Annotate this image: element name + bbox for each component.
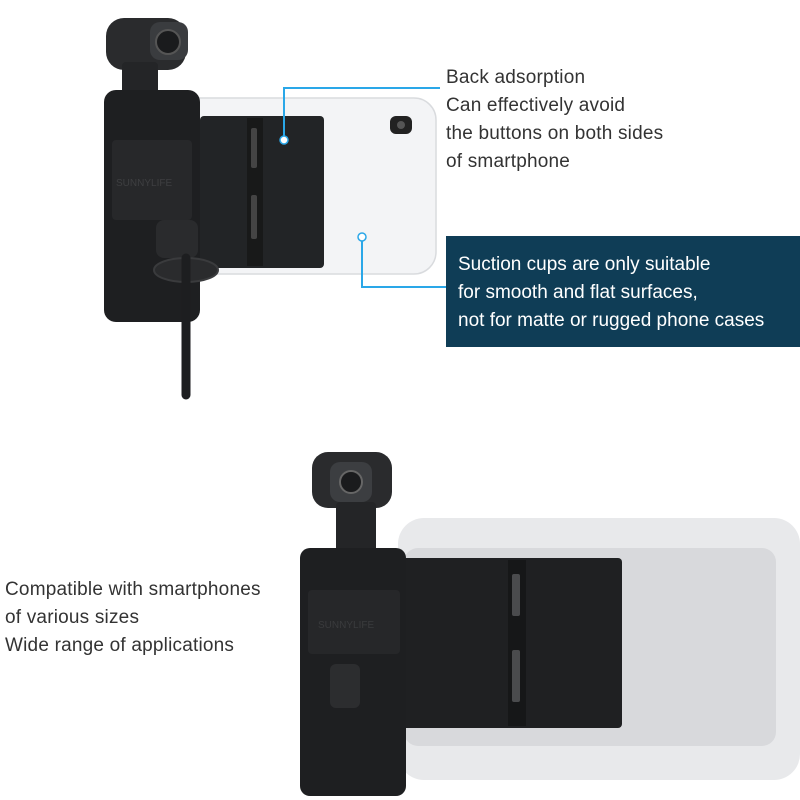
svg-text:SUNNYLIFE: SUNNYLIFE	[116, 178, 172, 189]
compatibility-description: Compatible with smartphones of various s…	[5, 576, 261, 660]
suction-cups-banner: Suction cups are only suitable for smoot…	[446, 236, 800, 347]
callout-dot-suction	[357, 232, 367, 242]
callout-line-back	[283, 87, 440, 140]
phone-holder-icon: SUNNYLIFE	[300, 548, 406, 796]
compatible-line-3: Wide range of applications	[5, 635, 235, 656]
back-adsorption-description: Back adsorption Can effectively avoid th…	[446, 64, 663, 176]
top-product-illustration: SUNNYLIFE	[104, 18, 446, 400]
gimbal-camera-icon	[312, 452, 392, 556]
compatible-line-1: Compatible with smartphones	[5, 579, 261, 600]
suction-line-3: not for matte or rugged phone cases	[458, 310, 765, 331]
compatible-line-2: of various sizes	[5, 607, 140, 628]
bottom-product-illustration: SUNNYLIFE	[300, 452, 800, 796]
callout-line-suction	[361, 237, 446, 288]
back-adsorption-line-1: Back adsorption	[446, 67, 586, 88]
back-adsorption-line-4: of smartphone	[446, 151, 571, 172]
svg-text:SUNNYLIFE: SUNNYLIFE	[318, 620, 374, 631]
back-adsorption-line-3: the buttons on both sides	[446, 123, 664, 144]
phone-holder-icon: SUNNYLIFE	[104, 90, 219, 322]
back-adsorption-line-2: Can effectively avoid	[446, 95, 626, 116]
suction-line-1: Suction cups are only suitable	[458, 254, 711, 275]
suction-line-2: for smooth and flat surfaces,	[458, 282, 698, 303]
callout-dot-back	[279, 135, 289, 145]
